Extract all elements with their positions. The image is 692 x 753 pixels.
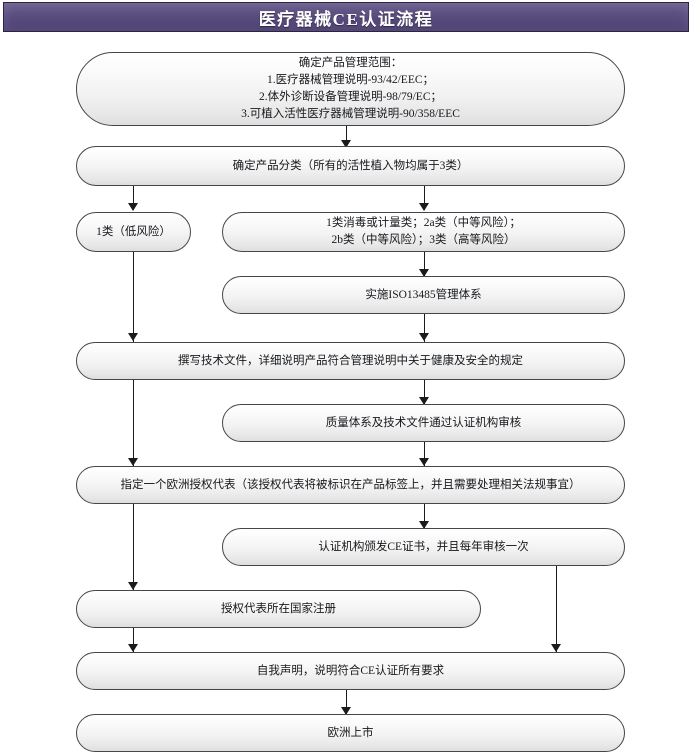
node-class1-low-risk[interactable]: 1类（低风险） (76, 212, 191, 252)
node-class-other-risk[interactable]: 1类消毒或计量类；2a类（中等风险）； 2b类（中等风险）；3类（高等风险） (222, 212, 625, 252)
node-self-declaration[interactable]: 自我声明，说明符合CE认证所有要求 (76, 652, 625, 690)
edge-other-classes-to-iso (424, 252, 425, 276)
node-authorized-rep-label: 指定一个欧洲授权代表（该授权代表将被标识在产品标签上，并且需要处理相关法规事宜） (120, 478, 581, 491)
edge-classification-to-other-classes (424, 186, 425, 210)
node-audit[interactable]: 质量体系及技术文件通过认证机构审核 (222, 404, 625, 442)
arrowhead-audit-to-authorized-rep (419, 458, 429, 466)
node-scope[interactable]: 确定产品管理范围： 1.医疗器械管理说明-93/42/EEC； 2.体外诊断设备… (76, 52, 625, 126)
node-authorized-rep[interactable]: 指定一个欧洲授权代表（该授权代表将被标识在产品标签上，并且需要处理相关法规事宜） (76, 466, 625, 504)
node-market-launch[interactable]: 欧洲上市 (76, 714, 625, 752)
edge-classification-to-class1-vertical (133, 186, 134, 210)
edge-self-declaration-to-market-launch (346, 690, 347, 714)
page-title-bar: 医疗器械CE认证流程 (3, 2, 689, 32)
arrowhead-self-declaration-to-market-launch (341, 707, 351, 715)
node-scope-line-3: 2.体外诊断设备管理说明-98/79/EC； (258, 91, 443, 103)
node-scope-line-2: 1.医疗器械管理说明-93/42/EEC； (266, 74, 435, 86)
node-technical-file[interactable]: 撰写技术文件，详细说明产品符合管理说明中关于健康及安全的规定 (76, 342, 625, 380)
node-class-other-risk-line-1: 1类消毒或计量类；2a类（中等风险）； (326, 217, 521, 229)
edge-technical-file-to-audit (424, 380, 425, 404)
arrowhead-authorized-rep-to-country-registration (128, 582, 138, 590)
arrowhead-other-classes-to-iso (419, 269, 429, 277)
page-title: 医疗器械CE认证流程 (258, 9, 434, 29)
node-scope-line-1: 确定产品管理范围： (298, 57, 403, 69)
arrowhead-country-registration-to-self-declaration (128, 644, 138, 652)
node-technical-file-label: 撰写技术文件，详细说明产品符合管理说明中关于健康及安全的规定 (178, 354, 523, 367)
arrowhead-iso-to-technical-file (419, 333, 429, 341)
arrowhead-technical-file-to-audit (419, 397, 429, 405)
arrowhead-class1-to-technical-file (128, 333, 138, 341)
arrowhead-authorized-rep-to-ce-certificate (419, 521, 429, 529)
node-classification-label: 确定产品分类（所有的活性植入物均属于3类） (232, 159, 469, 172)
edge-technical-file-to-authorized-rep (133, 380, 134, 466)
arrowhead-technical-file-to-authorized-rep (128, 458, 138, 466)
edge-ce-certificate-to-self-declaration (556, 566, 557, 652)
edge-authorized-rep-to-country-registration (133, 504, 134, 590)
edge-scope-to-classification (346, 126, 347, 144)
node-classification[interactable]: 确定产品分类（所有的活性植入物均属于3类） (76, 146, 625, 186)
node-iso13485-label: 实施ISO13485管理体系 (365, 288, 482, 301)
node-self-declaration-label: 自我声明，说明符合CE认证所有要求 (256, 664, 445, 677)
node-ce-certificate-label: 认证机构颁发CE证书，并且每年审核一次 (318, 540, 529, 553)
node-class-other-risk-line-2: 2b类（中等风险）；3类（高等风险） (331, 234, 516, 246)
edge-country-registration-to-self-declaration (133, 628, 134, 652)
arrowhead-classification-to-other-classes (419, 203, 429, 211)
edge-iso-to-technical-file (424, 314, 425, 342)
node-scope-line-4: 3.可植入活性医疗器械管理说明-90/358/EEC (241, 108, 460, 120)
arrowhead-ce-certificate-to-self-declaration (551, 644, 561, 652)
node-country-registration[interactable]: 授权代表所在国家注册 (76, 590, 481, 628)
node-country-registration-label: 授权代表所在国家注册 (221, 602, 336, 615)
edge-audit-to-authorized-rep (424, 442, 425, 467)
node-audit-label: 质量体系及技术文件通过认证机构审核 (325, 416, 522, 429)
arrowhead-scope-to-classification (341, 140, 351, 148)
node-iso13485[interactable]: 实施ISO13485管理体系 (222, 276, 625, 314)
edge-authorized-rep-to-ce-certificate (424, 504, 425, 528)
flowchart-canvas: 确定产品管理范围： 1.医疗器械管理说明-93/42/EEC； 2.体外诊断设备… (0, 32, 692, 753)
arrowhead-classification-to-class1 (128, 203, 138, 211)
edge-class1-to-technical-file (133, 252, 134, 342)
node-market-launch-label: 欧洲上市 (327, 726, 374, 739)
node-ce-certificate[interactable]: 认证机构颁发CE证书，并且每年审核一次 (222, 528, 625, 566)
node-class1-low-risk-label: 1类（低风险） (96, 225, 171, 238)
